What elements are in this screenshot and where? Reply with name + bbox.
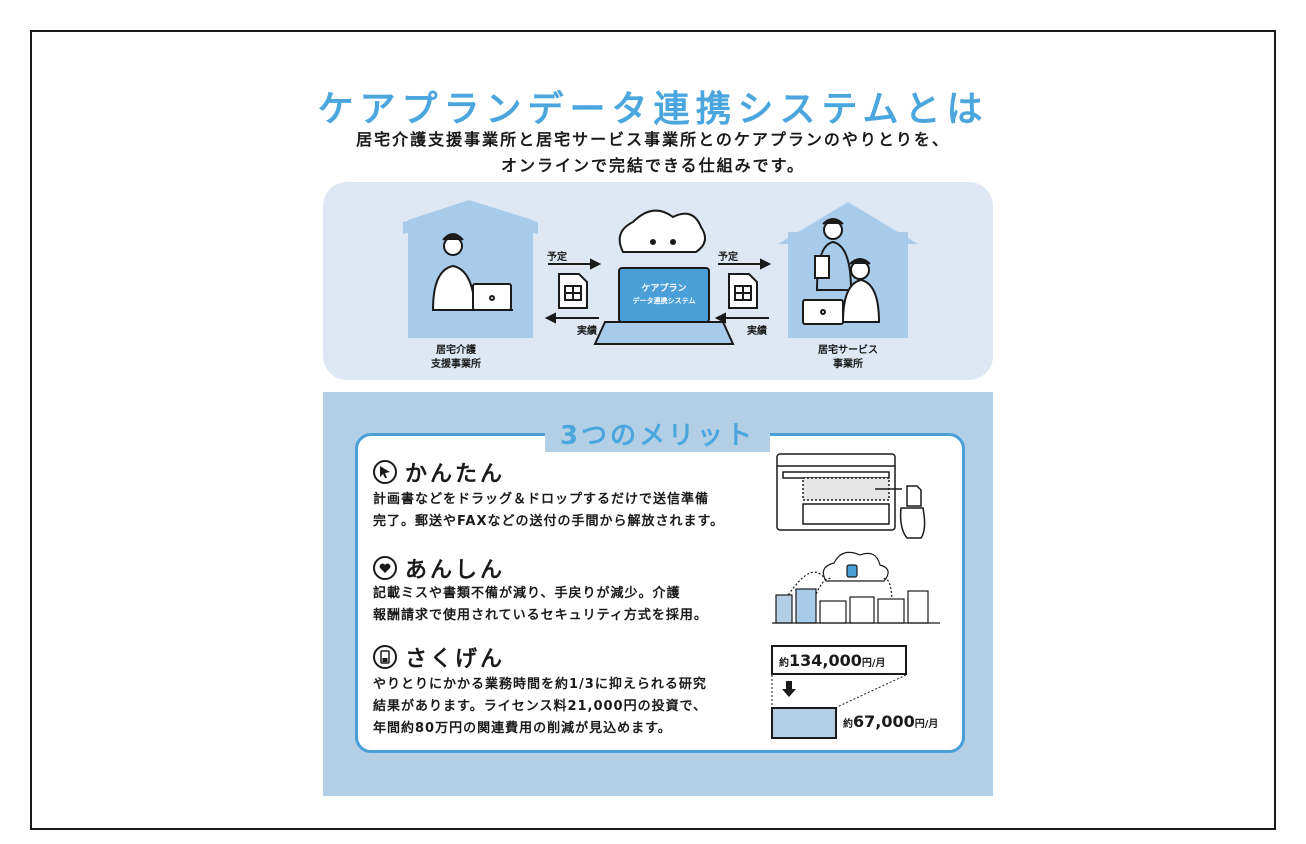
service-office-line1: 居宅サービス [818, 345, 878, 356]
cost-after-unit: 円/月 [914, 719, 939, 730]
laptop-screen-line1: ケアプラン [641, 284, 687, 294]
cost-after-prefix: 約 [843, 719, 853, 730]
cost-before-prefix: 約 [779, 658, 789, 669]
merit-easy-line2: 完了。郵送やFAXなどの送付の手間から解放されます。 [373, 514, 725, 529]
merit-easy-title: かんたん [405, 462, 506, 487]
merit-reduce-line1: やりとりにかかる業務時間を約1/3に抑えられる研究 [373, 677, 707, 692]
laptop-screen-line2: データ連携システム [632, 297, 696, 305]
page-title: ケアプランデータ連携システムとは [317, 89, 989, 130]
merit-safe-text: 記載ミスや書類不備が減り、手戻りが減少。介護 報酬請求で使用されているセキュリテ… [373, 583, 708, 627]
result-label-right: 実績 [747, 326, 767, 337]
subtitle-line-1: 居宅介護支援事業所と居宅サービス事業所とのケアプランのやりとりを、 [356, 130, 950, 149]
merit-safe-title: あんしん [405, 558, 506, 583]
schedule-label-right: 予定 [718, 252, 738, 263]
flow-arrows-left [544, 258, 602, 324]
merit-reduce-heading: さくげん [373, 641, 505, 673]
care-support-office-line2: 支援事業所 [431, 359, 481, 370]
merit-reduce-text: やりとりにかかる業務時間を約1/3に抑えられる研究 結果があります。ライセンス料… [373, 674, 707, 740]
merit-safe-heading: あんしん [373, 552, 505, 584]
cost-after-box [771, 707, 837, 739]
heart-icon [373, 556, 397, 580]
cost-before-amount: 134,000 [789, 651, 862, 670]
merit-easy-heading: かんたん [373, 456, 505, 488]
cursor-icon [373, 460, 397, 484]
flow-illustration [403, 200, 918, 345]
merit-reduce-line3: 年間約80万円の関連費用の削減が見込めます。 [373, 721, 672, 736]
page-frame [30, 30, 1276, 830]
document-icon-left [558, 273, 588, 309]
care-support-office-line1: 居宅介護 [436, 345, 476, 356]
flow-arrows-right [714, 258, 772, 324]
merit-safe-line2: 報酬請求で使用されているセキュリティ方式を採用。 [373, 608, 708, 623]
merit-reduce-title: さくげん [405, 647, 506, 672]
cost-after-amount: 67,000 [853, 712, 915, 731]
result-label-left: 実績 [577, 326, 597, 337]
merit-easy-text: 計画書などをドラッグ＆ドロップするだけで送信準備 完了。郵送やFAXなどの送付の… [373, 489, 724, 533]
service-office-line2: 事業所 [833, 359, 863, 370]
merits-title: 3つのメリット [545, 420, 770, 452]
schedule-label-left: 予定 [547, 252, 567, 263]
battery-icon [373, 645, 397, 669]
secure-network-illustration [772, 551, 940, 624]
document-icon-right [728, 273, 758, 309]
merit-safe-line1: 記載ミスや書類不備が減り、手戻りが減少。介護 [373, 586, 681, 601]
cost-after-label: 約67,000円/月 [843, 712, 938, 731]
cost-before-box: 約134,000円/月 [771, 645, 907, 675]
laptop-system-icon [593, 209, 735, 345]
subtitle-line-2: オンラインで完結できる仕組みです。 [500, 156, 806, 175]
service-office-label: 居宅サービス 事業所 [798, 344, 898, 372]
cost-down-arrow [771, 675, 907, 707]
laptop-screen-text: ケアプラン データ連携システム [619, 283, 709, 307]
merit-easy-line1: 計画書などをドラッグ＆ドロップするだけで送信準備 [373, 492, 710, 507]
care-manager-person-icon [431, 233, 513, 311]
care-support-office-label: 居宅介護 支援事業所 [416, 344, 496, 372]
cost-before-unit: 円/月 [861, 658, 886, 669]
merit-reduce-line2: 結果があります。ライセンス料21,000円の投資で、 [373, 699, 708, 714]
drag-drop-illustration [776, 453, 926, 539]
service-staff-persons-icon [802, 218, 881, 325]
